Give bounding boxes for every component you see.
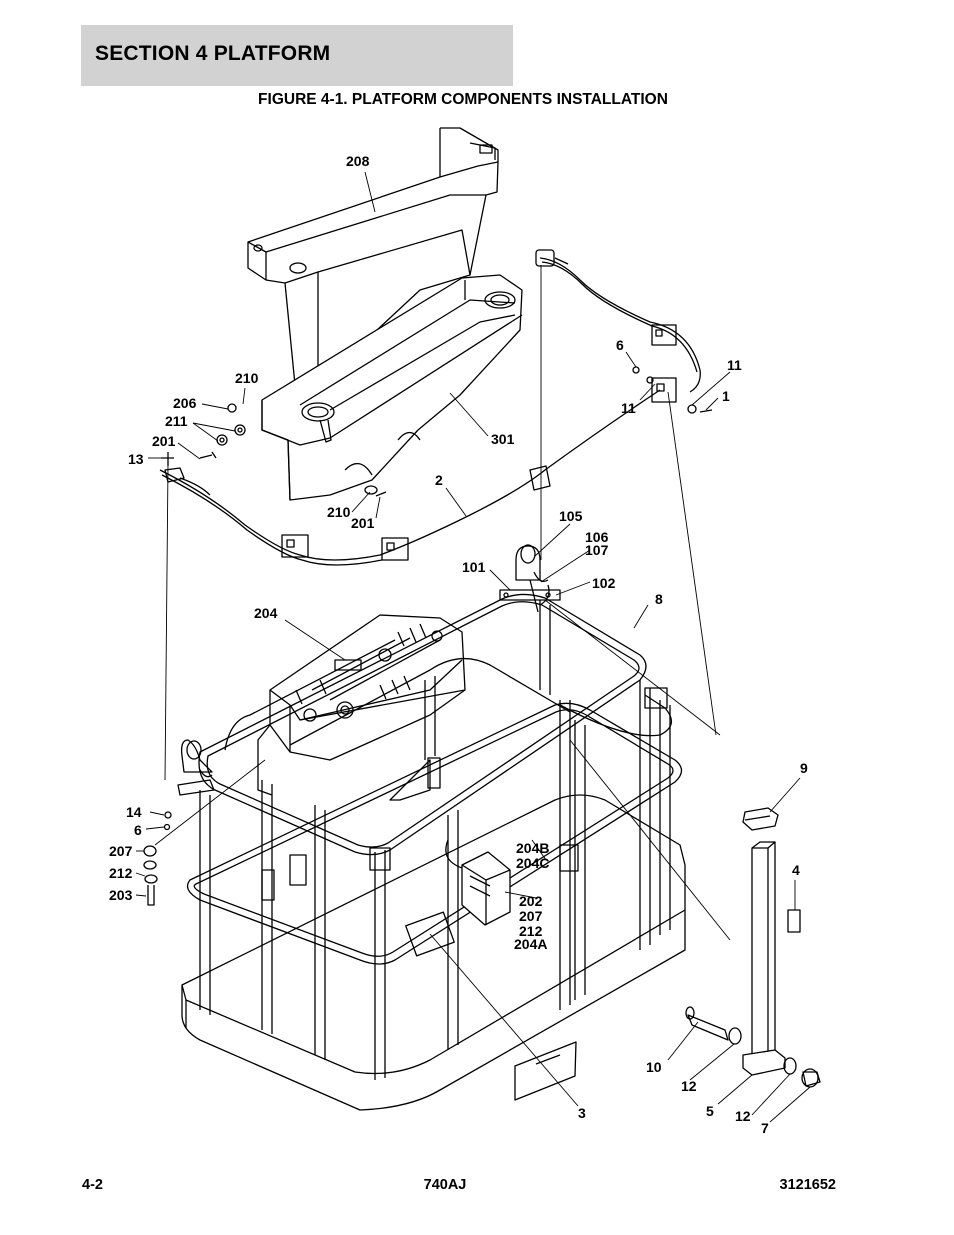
- callout-14: 14: [126, 804, 142, 820]
- gate-post-hardware: [514, 807, 821, 1101]
- callout-9: 9: [800, 760, 808, 776]
- callout-106: 106: [585, 529, 609, 545]
- section-banner: SECTION 4 PLATFORM: [81, 25, 513, 86]
- callout-7: 7: [761, 1120, 769, 1136]
- cable-harness-2: [159, 249, 713, 566]
- callout-301: 301: [491, 431, 515, 447]
- footer-page-number: 4-2: [82, 1177, 103, 1193]
- callout-210: 210: [327, 504, 351, 520]
- callout-204b: 204B: [516, 840, 549, 856]
- callout-6: 6: [134, 822, 142, 838]
- callout-5: 5: [706, 1103, 714, 1119]
- callout-207: 207: [519, 908, 543, 924]
- control-box-housing-301: [261, 274, 523, 501]
- callout-202: 202: [519, 893, 543, 909]
- callout-11: 11: [621, 400, 636, 416]
- callout-206: 206: [173, 395, 197, 411]
- callout-101: 101: [462, 559, 486, 575]
- callout-11: 11: [727, 357, 742, 373]
- callout-1: 1: [722, 388, 730, 404]
- callout-204c: 204C: [516, 855, 549, 871]
- callout-201: 201: [152, 433, 176, 449]
- platform-rails-8: [181, 593, 686, 1111]
- callout-204: 204: [254, 605, 278, 621]
- control-console-204: [257, 614, 466, 796]
- callout-210: 210: [235, 370, 259, 386]
- callout-201: 201: [351, 515, 375, 531]
- control-box-bracket-208: [247, 127, 499, 396]
- callout-13: 13: [128, 451, 144, 467]
- callout-4: 4: [792, 862, 800, 878]
- leader-lines: [135, 171, 811, 1123]
- callout-212: 212: [519, 923, 543, 939]
- callout-212: 212: [109, 865, 133, 881]
- section-title: SECTION 4 PLATFORM: [95, 42, 331, 65]
- callout-107: 107: [585, 542, 609, 558]
- footer-manual-number: 3121652: [779, 1177, 836, 1193]
- callout-12: 12: [681, 1078, 697, 1094]
- footer-model: 740AJ: [423, 1177, 467, 1193]
- callout-207: 207: [109, 843, 133, 859]
- callout-102: 102: [592, 575, 616, 591]
- callout-8: 8: [655, 591, 663, 607]
- callout-105: 105: [559, 508, 583, 524]
- left-hardware-stack: [143, 811, 172, 906]
- callout-211: 211: [165, 413, 188, 429]
- callout-10: 10: [646, 1059, 662, 1075]
- callout-6: 6: [616, 337, 624, 353]
- callout-labels: 208 210 206 211 201 13 301 2 210 201 6 1…: [109, 153, 808, 1136]
- callout-204a: 204A: [514, 936, 547, 952]
- callout-2: 2: [435, 472, 443, 488]
- figure-title: FIGURE 4-1. PLATFORM COMPONENTS INSTALLA…: [258, 91, 668, 108]
- callout-12: 12: [735, 1108, 751, 1124]
- callout-208: 208: [346, 153, 370, 169]
- callout-3: 3: [578, 1105, 586, 1121]
- callout-203: 203: [109, 887, 133, 903]
